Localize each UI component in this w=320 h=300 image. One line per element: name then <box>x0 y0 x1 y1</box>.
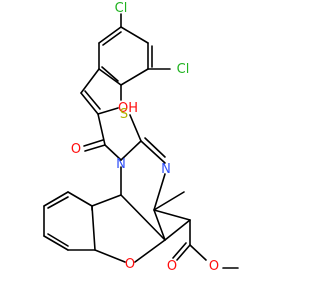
ring-nitrogen-atom: N <box>116 157 126 172</box>
ester-carbonyl-oxygen-atom: O <box>167 259 177 274</box>
molecule-diagram: Cl Cl OH S N N O O O O <box>43 1 239 274</box>
chlorine-atom-right: Cl <box>177 62 190 77</box>
furan-oxygen-atom: O <box>125 257 135 272</box>
carbonyl-oxygen-atom: O <box>71 142 81 157</box>
bond-lines <box>43 13 239 269</box>
sulfur-atom: S <box>120 107 128 122</box>
ester-oxygen-atom: O <box>209 259 219 274</box>
chlorine-atom-top: Cl <box>115 1 128 16</box>
imine-nitrogen-atom: N <box>161 162 171 177</box>
atom-labels: Cl Cl OH S N N O O O O <box>71 1 219 274</box>
hydroxyl-group: OH <box>118 101 138 116</box>
structure-svg: Cl Cl OH S N N O O O O <box>43 1 239 274</box>
